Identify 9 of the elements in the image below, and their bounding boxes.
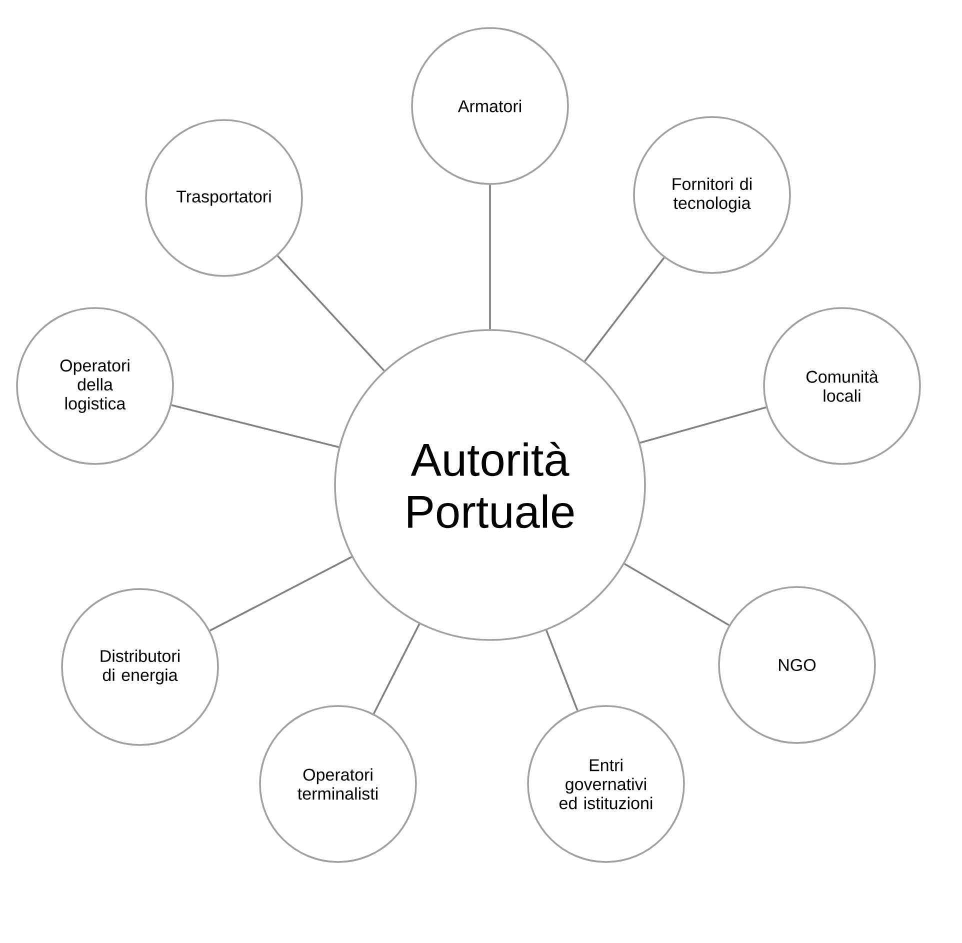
connector-line (624, 563, 730, 626)
connector-line (546, 630, 578, 711)
connector-line (372, 624, 420, 714)
connector-line (584, 257, 665, 362)
connector-line (171, 404, 339, 448)
connector-line (210, 556, 352, 632)
connector-line (640, 406, 766, 444)
connector-line (276, 255, 385, 372)
connector-line (489, 184, 491, 330)
